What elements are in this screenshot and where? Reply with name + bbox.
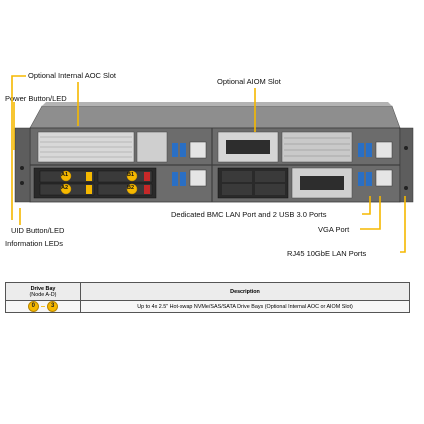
bay-label-b1: B1 bbox=[127, 172, 135, 178]
range-dash: – bbox=[40, 302, 46, 311]
bay-from-badge: 0 bbox=[27, 301, 39, 312]
bay-column-title: Drive Bay bbox=[30, 285, 56, 292]
aiom-slot-label: Optional AIOM Slot bbox=[217, 77, 281, 86]
bay-label-a2: A2 bbox=[61, 185, 69, 191]
information-leds-label: Information LEDs bbox=[5, 239, 63, 248]
description-cell: Up to 4x 2.5" Hot-swap NVMe/SAS/SATA Dri… bbox=[80, 300, 410, 313]
power-button-label: Power Button/LED bbox=[5, 94, 67, 103]
bay-label-a1: A1 bbox=[61, 172, 69, 178]
drive-bay-table: Drive Bay (Node A-D) Description 0–3 Up … bbox=[5, 282, 410, 313]
aoc-slot-label: Optional Internal AOC Slot bbox=[28, 71, 116, 80]
bay-to-badge: 3 bbox=[47, 301, 59, 312]
aoc-leader bbox=[11, 75, 26, 220]
bmc-lan-usb-label: Dedicated BMC LAN Port and 2 USB 3.0 Por… bbox=[171, 210, 327, 219]
bay-column-header: Drive Bay (Node A-D) bbox=[5, 282, 81, 301]
description-column-header: Description bbox=[80, 282, 410, 301]
bay-range-cell: 0–3 bbox=[5, 300, 81, 313]
bay-label-b2: B2 bbox=[127, 185, 135, 191]
table-row: 0–3 Up to 4x 2.5" Hot-swap NVMe/SAS/SATA… bbox=[5, 300, 410, 313]
vga-port-label: VGA Port bbox=[318, 225, 350, 234]
bay-column-subtitle: (Node A-D) bbox=[29, 291, 57, 298]
uid-button-label: UID Button/LED bbox=[11, 226, 65, 235]
rj45-lan-label: RJ45 10GbE LAN Ports bbox=[287, 249, 367, 258]
